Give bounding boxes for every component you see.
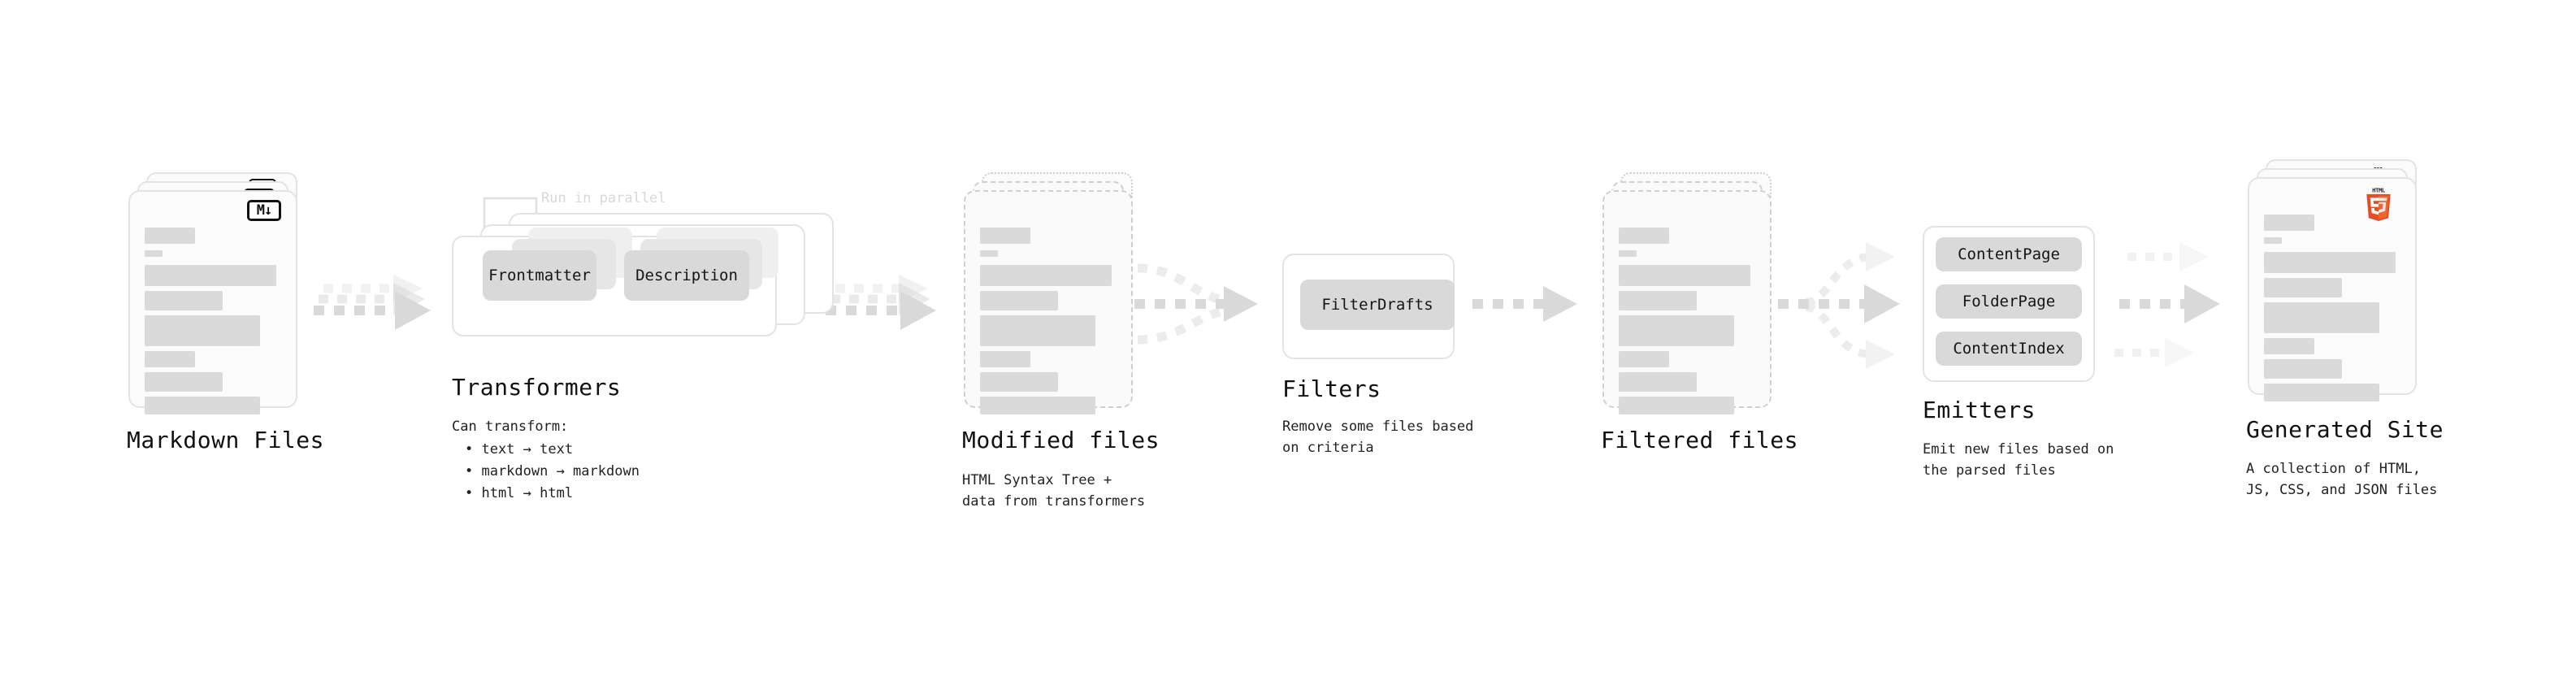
- filter-chip-filterdrafts[interactable]: FilterDrafts: [1300, 280, 1455, 330]
- skeleton-line: [1619, 315, 1734, 346]
- skeleton-line: [2264, 384, 2379, 401]
- skeleton-line: [145, 351, 195, 367]
- skeleton-line: [145, 372, 223, 392]
- skeleton-line: [145, 291, 223, 310]
- filters-subtitle: Remove some files based on criteria: [1282, 419, 1474, 457]
- stage-title-transformers: Transformers: [452, 374, 622, 401]
- emitter-chip-folderpage[interactable]: FolderPage: [1936, 284, 2082, 319]
- stage-title-modified-files: Modified files: [962, 427, 1160, 453]
- skeleton-line: [980, 291, 1058, 310]
- skeleton-line: [145, 315, 260, 346]
- skeleton-line: [1619, 351, 1669, 367]
- transformers-bullet-1: • markdown → markdown: [465, 463, 640, 479]
- stage-title-emitters: Emitters: [1923, 397, 2036, 423]
- arrow-markdown-to-transformers: [314, 275, 431, 330]
- skeleton-line: [145, 265, 276, 286]
- skeleton-line: [2264, 252, 2396, 273]
- skeleton-line: [980, 250, 998, 257]
- emitters-subtitle: Emit new files based on the parsed files: [1923, 441, 2114, 479]
- skeleton-line: [145, 228, 195, 244]
- emitter-chip-contentpage[interactable]: ContentPage: [1936, 237, 2082, 271]
- stage-title-markdown-files: Markdown Files: [127, 427, 325, 453]
- skeleton-line: [2264, 338, 2314, 354]
- skeleton-line: [980, 228, 1030, 244]
- transformers-subtitle: Can transform:: [452, 419, 569, 435]
- stage-title-filters: Filters: [1282, 375, 1381, 402]
- generated-site-subtitle: A collection of HTML, JS, CSS, and JSON …: [2246, 461, 2438, 499]
- html5-icon: HTML: [2366, 186, 2391, 221]
- transformers-bullet-0: • text → text: [465, 441, 574, 458]
- skeleton-line: [1619, 228, 1669, 244]
- stage-title-generated-site: Generated Site: [2246, 416, 2444, 443]
- arrow-emitters-to-site: [2114, 242, 2220, 367]
- modified-files-stack: [964, 172, 1133, 414]
- modified-files-subtitle: HTML Syntax Tree + data from transformer…: [962, 472, 1146, 510]
- arrow-filters-to-filtered: [1472, 286, 1577, 322]
- arrow-transformers-to-modified: [826, 275, 936, 330]
- arrow-filtered-to-emitters: [1778, 242, 1900, 369]
- skeleton-line: [980, 372, 1058, 392]
- skeleton-line: [1619, 397, 1734, 414]
- generated-site-stack: CSS HTML: [2248, 159, 2417, 401]
- svg-text:HTML: HTML: [2372, 186, 2386, 193]
- transformer-chip-frontmatter[interactable]: Frontmatter: [483, 250, 596, 301]
- skeleton-line: [2264, 215, 2314, 231]
- skeleton-line: [2264, 359, 2342, 379]
- skeleton-line: [980, 397, 1095, 414]
- markdown-badge: M↓: [247, 200, 281, 221]
- run-in-parallel-annotation: Run in parallel: [541, 190, 666, 206]
- stage-title-filtered-files: Filtered files: [1601, 427, 1799, 453]
- skeleton-line: [2264, 302, 2379, 333]
- skeleton-line: [1619, 265, 1750, 286]
- skeleton-line: [2264, 237, 2282, 244]
- skeleton-line: [1619, 250, 1637, 257]
- skeleton-line: [1619, 372, 1697, 392]
- skeleton-line: [980, 265, 1112, 286]
- skeleton-line: [145, 397, 260, 414]
- filtered-files-stack: [1602, 172, 1772, 414]
- skeleton-line: [980, 315, 1095, 346]
- arrow-modified-to-filters: [1134, 263, 1258, 345]
- skeleton-line: [145, 250, 163, 257]
- skeleton-line: [980, 351, 1030, 367]
- transformer-chip-description[interactable]: Description: [624, 250, 749, 301]
- markdown-files-stack: M↓ M↓ M↓: [128, 172, 297, 414]
- emitter-chip-contentindex[interactable]: ContentIndex: [1936, 332, 2082, 366]
- skeleton-line: [1619, 291, 1697, 310]
- transformers-bullet-2: • html → html: [465, 485, 574, 501]
- skeleton-line: [2264, 278, 2342, 297]
